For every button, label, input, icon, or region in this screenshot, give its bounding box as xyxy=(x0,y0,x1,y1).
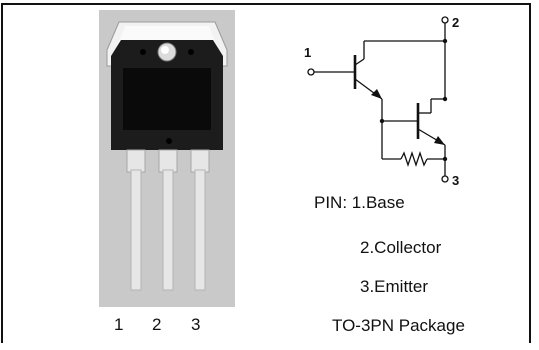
pin-base-text: PIN: 1.Base xyxy=(314,193,405,212)
transistor-package-image xyxy=(99,10,235,307)
pin-collector-text: 2.Collector xyxy=(360,238,442,257)
package-name-text: TO-3PN Package xyxy=(332,316,465,335)
package-pin-number-2: 2 xyxy=(152,315,162,334)
q2-emitter-arrow xyxy=(434,136,445,145)
q1-emitter-arrow xyxy=(371,89,382,99)
to3pn-package-drawing xyxy=(106,21,228,291)
pin1-label: 1 xyxy=(304,45,311,60)
pin1-terminal xyxy=(307,68,315,76)
pin-emitter-text: 3.Emitter xyxy=(360,277,429,296)
pin3-terminal xyxy=(441,175,449,183)
resistor-zigzag xyxy=(400,150,428,168)
darlington-schematic: 1 2 3 xyxy=(304,15,459,188)
package-pin-number-1: 1 xyxy=(114,315,124,334)
figure-frame: 1 2 3 xyxy=(1,3,531,343)
pin2-terminal xyxy=(441,16,449,24)
pin3-label: 3 xyxy=(452,173,459,188)
package-pin-number-3: 3 xyxy=(191,315,201,334)
pin2-label: 2 xyxy=(452,15,459,30)
